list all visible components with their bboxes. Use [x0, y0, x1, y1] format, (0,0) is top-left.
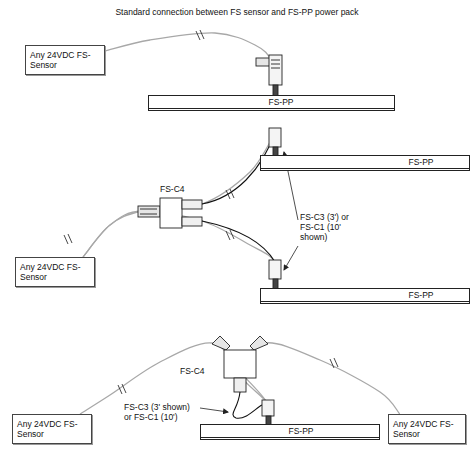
sensor-cable [105, 33, 276, 95]
drawing-part [271, 60, 280, 68]
splitter-fs-c4 [138, 198, 202, 228]
leader-line [200, 408, 228, 412]
drawing-part [118, 384, 126, 394]
callout-label: FS-C3 (3' shown) or FS-C1 (10') [124, 402, 198, 422]
node-text: Any 24VDC FS-Sensor [30, 50, 100, 70]
splitter-fs-c4 [212, 336, 268, 392]
node-text: FS-PP [408, 290, 433, 301]
drawing-part [202, 221, 275, 262]
right-angle-plug [256, 55, 282, 96]
drawing-part [269, 55, 282, 85]
extension-cable [233, 392, 262, 418]
drawing-part [269, 260, 281, 279]
drawing-part [182, 217, 202, 226]
power-pack-bar: FS-PP [148, 95, 395, 109]
plug [269, 128, 281, 289]
sensor-cable [83, 135, 277, 257]
sensor-box: Any 24VDC FS-Sensor [25, 45, 105, 75]
power-pack-bar: FS-PP [260, 155, 470, 169]
extension-cable [202, 132, 275, 262]
sensor-cable [240, 343, 400, 424]
cable-break [64, 189, 234, 244]
power-pack-bar: FS-PP [260, 288, 470, 302]
leader-line [284, 152, 298, 270]
callout-label: FS-C3 (3') or FS-C1 (10' shown) [300, 212, 356, 242]
drawing-part [262, 400, 274, 416]
drawing-part [226, 189, 234, 199]
drawing-part [200, 408, 228, 412]
drawing-part [234, 378, 246, 392]
right-angle-plug [262, 400, 274, 425]
sensor-box: Any 24VDC FS-Sensor [12, 414, 92, 444]
drawing-part [330, 358, 338, 368]
node-text: Any 24VDC FS-Sensor [17, 419, 87, 439]
diagram-title: Standard connection between FS sensor an… [0, 7, 474, 17]
drawing-part [256, 58, 270, 66]
drawing-part [212, 336, 230, 350]
sensor-box: Any 24VDC FS-Sensor [388, 414, 466, 444]
node-text: FS-PP [408, 157, 433, 168]
drawing-part [233, 392, 262, 418]
drawing-part [269, 128, 281, 147]
callout-label: FS-C4 [160, 184, 185, 194]
drawing-part [140, 209, 157, 214]
drawing-part [182, 200, 202, 209]
node-text: Any 24VDC FS-Sensor [20, 262, 90, 282]
node-text: FS-PP [288, 426, 313, 437]
power-pack-bar: FS-PP [200, 424, 380, 438]
sensor-box: Any 24VDC FS-Sensor [15, 257, 95, 287]
node-text: Any 24VDC FS-Sensor [393, 419, 461, 439]
callout-label: FS-C4 [180, 366, 205, 376]
sensor-cable [80, 343, 270, 424]
drawing-part [284, 246, 298, 270]
drawing-part [196, 30, 204, 40]
drawing-part [250, 336, 268, 350]
cable-break [196, 30, 204, 40]
drawing-part [226, 230, 234, 240]
drawing-part [64, 234, 72, 244]
node-text: FS-PP [268, 97, 293, 108]
drawing-part [138, 206, 160, 217]
drawing-part [224, 350, 256, 378]
drawing-part [160, 198, 182, 228]
